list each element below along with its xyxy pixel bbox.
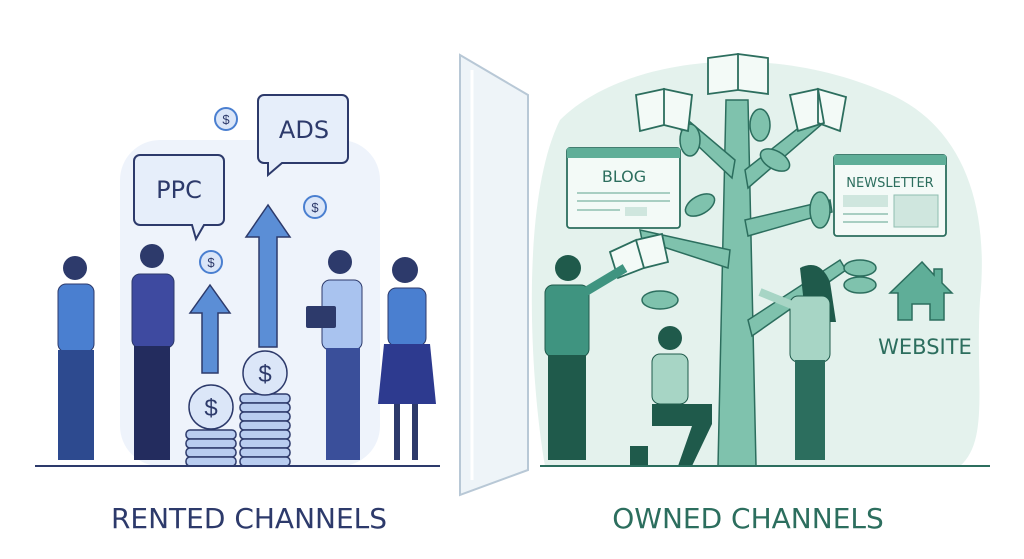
growth-arrow-icon — [188, 283, 232, 374]
person-reaching-book — [544, 255, 628, 460]
tree — [639, 99, 877, 467]
person-woman — [378, 257, 436, 460]
open-book-icon — [788, 87, 848, 133]
newsletter-label: NEWSLETTER — [846, 176, 933, 191]
rented-channels-scene: PPC ADS $ $ $ $ $ — [35, 94, 440, 535]
glass-divider — [459, 53, 529, 497]
svg-text:$: $ — [207, 255, 215, 270]
coin-stack-small: $ — [185, 384, 237, 467]
person-woman-pruning — [758, 265, 836, 460]
ads-bubble: ADS — [257, 94, 349, 178]
open-book-icon — [707, 52, 769, 96]
dollar-coin-icon: $ — [303, 195, 327, 219]
dollar-coin-icon: $ — [199, 250, 223, 274]
svg-text:$: $ — [311, 200, 319, 215]
ads-label: ADS — [279, 116, 329, 144]
owned-channels-caption: OWNED CHANNELS — [612, 502, 884, 535]
ppc-bubble: PPC — [133, 154, 225, 242]
newsletter-window: NEWSLETTER — [833, 154, 947, 237]
svg-text:$: $ — [258, 361, 271, 388]
person-standing — [57, 256, 95, 460]
dollar-coin-icon: $ — [214, 107, 238, 131]
owned-channels-scene: BLOG NEWSLETTER WEBSITE — [531, 52, 990, 535]
blog-label: BLOG — [602, 167, 646, 186]
tablet-icon — [306, 306, 336, 328]
svg-text:$: $ — [204, 395, 217, 422]
blog-window: BLOG — [566, 147, 681, 229]
person-thinking — [131, 244, 175, 460]
person-with-tablet — [306, 250, 363, 460]
open-book-icon — [635, 87, 693, 133]
coin-stack-large: $ — [239, 350, 291, 467]
growth-arrow-icon — [244, 203, 292, 348]
website-label: WEBSITE — [878, 335, 972, 359]
ppc-label: PPC — [156, 176, 202, 204]
person-kneeling — [630, 326, 712, 466]
svg-text:$: $ — [222, 112, 230, 127]
house-icon — [888, 260, 954, 321]
rented-channels-caption: RENTED CHANNELS — [111, 502, 387, 535]
